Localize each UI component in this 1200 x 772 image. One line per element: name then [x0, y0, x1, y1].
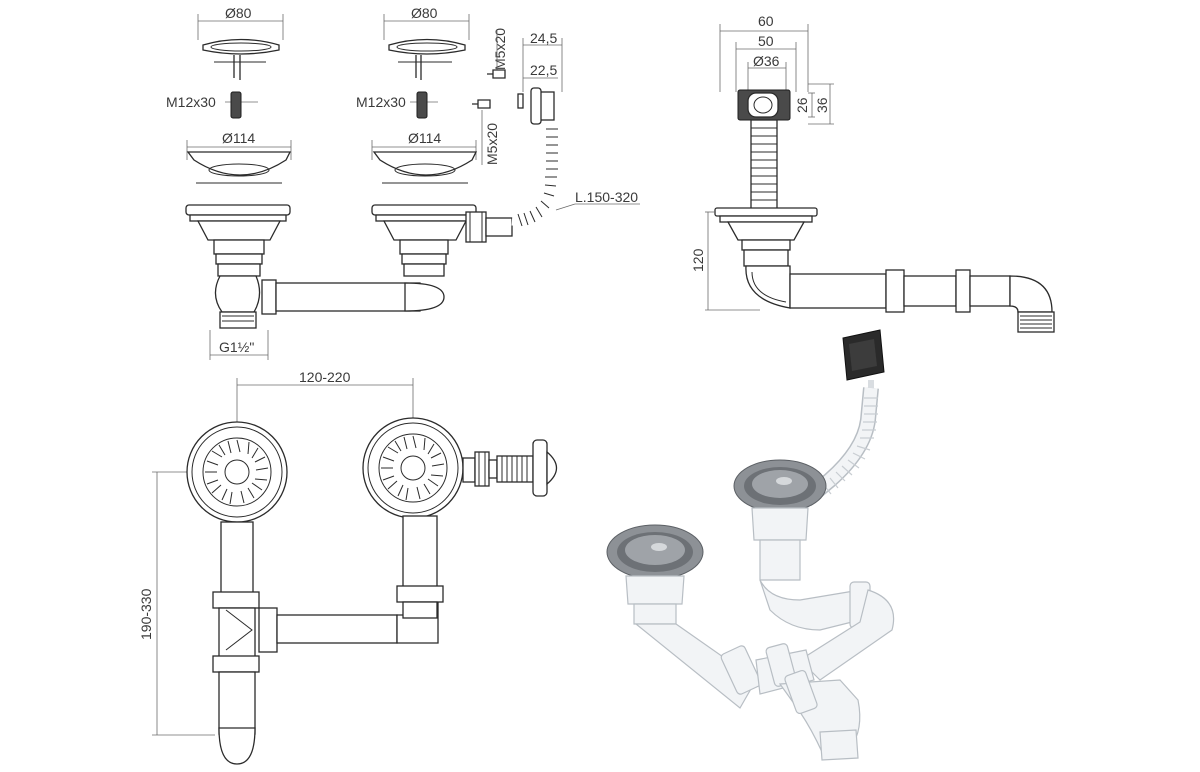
- left-waste-exploded-view: Ø80 M12x30 Ø114 G1½": [166, 5, 445, 360]
- dim-26: 26: [794, 97, 810, 113]
- dim-d114-right: Ø114: [408, 130, 441, 146]
- dim-d36: Ø36: [753, 53, 780, 69]
- dim-hose-length: L.150-320: [575, 189, 638, 205]
- dim-m12x30-left: M12x30: [166, 94, 216, 110]
- isometric-render: [606, 329, 895, 761]
- dim-120: 120: [690, 248, 706, 272]
- dim-36: 36: [814, 97, 830, 113]
- dim-22-5: 22,5: [530, 62, 557, 78]
- dim-d80-right: Ø80: [411, 5, 438, 21]
- dim-d80-left: Ø80: [225, 5, 252, 21]
- right-waste-exploded-view: Ø80 M12x30 Ø114 M5x20 M5: [356, 5, 640, 277]
- dim-thread: G1½": [219, 339, 254, 355]
- dim-190-330: 190-330: [138, 588, 154, 640]
- dim-d114-left: Ø114: [222, 130, 255, 146]
- assembled-side-view: 60 50 Ø36 26 36: [690, 13, 1055, 333]
- dim-50: 50: [758, 33, 774, 49]
- dim-120-220: 120-220: [299, 369, 351, 385]
- dim-m12x30-right: M12x30: [356, 94, 406, 110]
- dim-m5x20-top: M5x20: [492, 28, 508, 70]
- dim-60: 60: [758, 13, 774, 29]
- plan-view: 120-220 190-330: [138, 369, 558, 765]
- dim-24-5: 24,5: [530, 30, 557, 46]
- dim-m5x20-bottom: M5x20: [484, 123, 500, 165]
